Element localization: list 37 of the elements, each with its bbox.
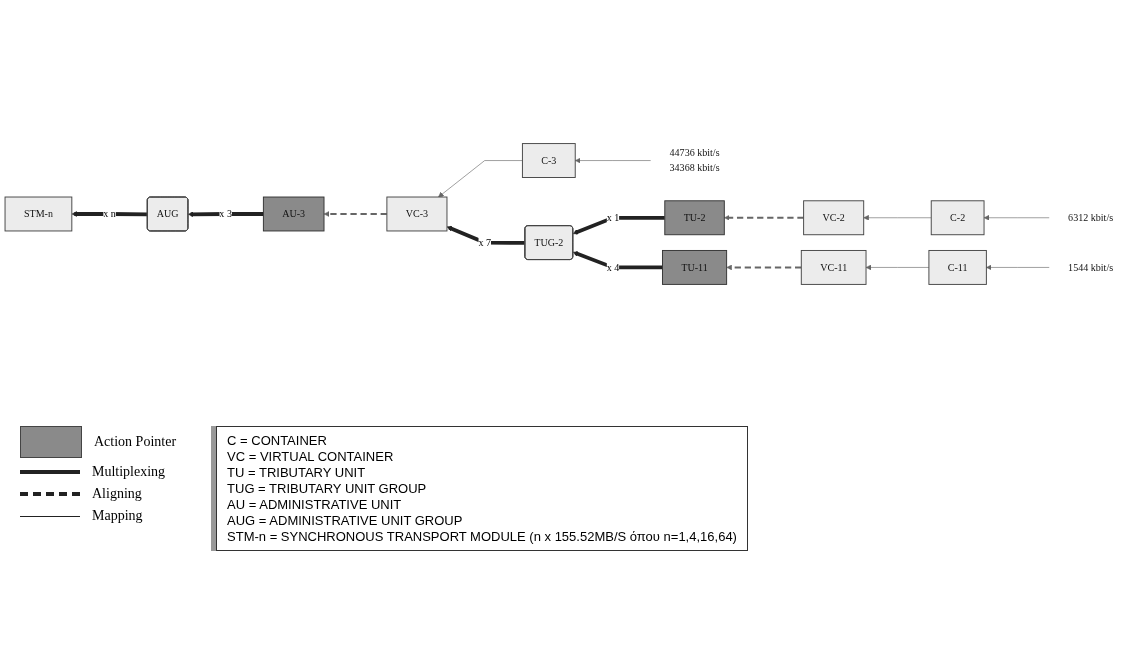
node-box: VC-2	[803, 200, 865, 235]
edge-label: x 3	[219, 208, 232, 219]
abbreviation-text: TUG = TRIBUTARY UNIT GROUP	[227, 481, 428, 496]
node-box: VC-11	[800, 249, 867, 285]
arrow	[572, 251, 663, 270]
arrow	[446, 225, 526, 245]
node-box: C-2	[930, 200, 985, 235]
edge-label: x 4	[606, 261, 620, 273]
arrow	[726, 264, 803, 270]
node-box: TU-2	[664, 200, 725, 235]
edge-label: x 7	[478, 236, 491, 248]
arrow	[724, 214, 805, 221]
abbreviation-text: STM-n = SYNCHRONOUS TRANSPORT MODULE (n x 155.52MB/S όπου n=1,4,16,64)	[227, 529, 737, 544]
arrow	[572, 215, 665, 235]
legend-label: Action Pointer	[94, 434, 177, 450]
node-box: STM-n	[4, 196, 73, 232]
edge-label: x n	[103, 208, 116, 219]
arrow	[71, 211, 148, 217]
node-text: 44736 kbit/s 34368 kbit/s	[669, 147, 720, 173]
arrow	[188, 211, 264, 217]
abbreviation-text: AU = ADMINISTRATIVE UNIT	[227, 497, 403, 512]
abbreviation-text: AUG = ADMINISTRATIVE UNIT GROUP	[227, 513, 464, 528]
node-box: TU-11	[662, 249, 728, 285]
node-box: C-11	[928, 249, 987, 285]
abbreviation-text: VC = VIRTUAL CONTAINER	[227, 449, 395, 464]
abbreviation-text: TU = TRIBUTARY UNIT	[227, 465, 367, 480]
node-box: VC-3	[386, 196, 448, 232]
legend-label: Mapping	[92, 508, 143, 524]
node-text: 1544 kbit/s	[1068, 261, 1114, 273]
node-box: C-3	[521, 142, 576, 178]
arrow	[323, 211, 388, 217]
legend-label: Multiplexing	[92, 464, 166, 480]
node-text: 6312 kbit/s	[1068, 211, 1114, 223]
abbreviation-text: C = CONTAINER	[227, 433, 328, 448]
legend-label: Aligning	[92, 486, 142, 502]
edge-label: x 1	[606, 211, 620, 223]
node-box: AU-3	[262, 196, 325, 232]
